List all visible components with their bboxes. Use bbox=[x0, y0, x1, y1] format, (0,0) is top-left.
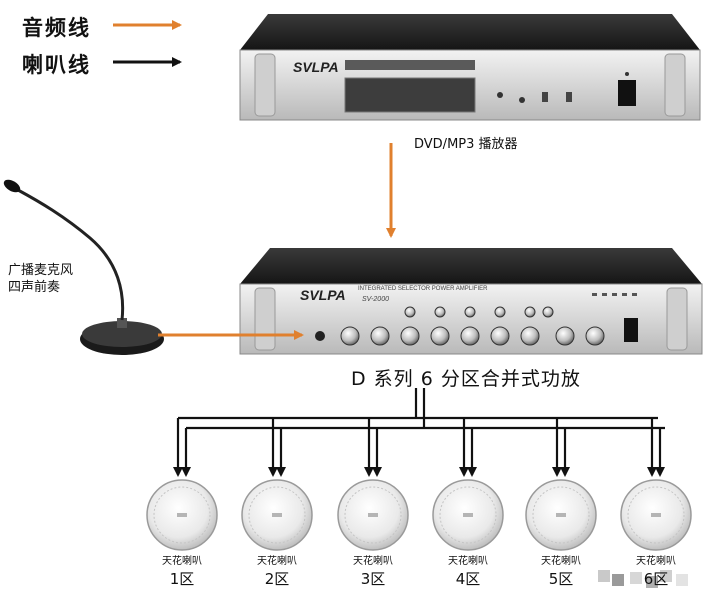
speaker-caption-5: 天花喇叭 bbox=[541, 556, 581, 567]
amp-brand: SVLPA bbox=[300, 287, 346, 303]
ceiling-speaker-2 bbox=[241, 479, 313, 551]
ceiling-speaker-4 bbox=[432, 479, 504, 551]
speaker-group bbox=[146, 479, 692, 551]
microphone-label: 广播麦克风 四声前奏 bbox=[8, 262, 73, 296]
amp-panel-text: INTEGRATED SELECTOR POWER AMPLIFIER bbox=[358, 286, 488, 292]
zone-label-5: 5区 bbox=[548, 570, 574, 588]
ceiling-speaker-6 bbox=[620, 479, 692, 551]
microphone-label-line1: 广播麦克风 bbox=[8, 263, 74, 278]
dvd-brand: SVLPA bbox=[293, 59, 339, 75]
dvd-player-label: DVD/MP3 播放器 bbox=[414, 137, 518, 152]
zone-label-4: 4区 bbox=[455, 570, 481, 588]
speaker-drop-wires bbox=[173, 418, 665, 477]
microphone-device bbox=[3, 179, 164, 355]
microphone-label-line2: 四声前奏 bbox=[8, 280, 61, 295]
legend-audio-label: 音频线 bbox=[22, 16, 91, 40]
ceiling-speaker-3 bbox=[337, 479, 409, 551]
amplifier-device bbox=[239, 248, 703, 355]
zone-label-1: 1区 bbox=[169, 570, 195, 588]
speaker-caption-3: 天花喇叭 bbox=[353, 556, 393, 567]
ceiling-speaker-1 bbox=[146, 479, 218, 551]
watermark bbox=[598, 570, 688, 588]
speaker-caption-1: 天花喇叭 bbox=[162, 556, 202, 567]
speaker-caption-4: 天花喇叭 bbox=[448, 556, 488, 567]
legend-speaker-label: 喇叭线 bbox=[22, 53, 91, 77]
zone-label-3: 3区 bbox=[360, 570, 386, 588]
dvd-player-device bbox=[239, 14, 701, 121]
ceiling-speaker-5 bbox=[525, 479, 597, 551]
speaker-caption-2: 天花喇叭 bbox=[257, 556, 297, 567]
amplifier-title: D 系列 6 分区合并式功放 bbox=[351, 368, 581, 390]
zone-label-2: 2区 bbox=[264, 570, 290, 588]
speaker-wiring bbox=[178, 388, 665, 430]
speaker-caption-6: 天花喇叭 bbox=[636, 556, 676, 567]
amp-model: SV-2000 bbox=[362, 296, 389, 303]
zone-label-6: 6区 bbox=[643, 570, 669, 588]
